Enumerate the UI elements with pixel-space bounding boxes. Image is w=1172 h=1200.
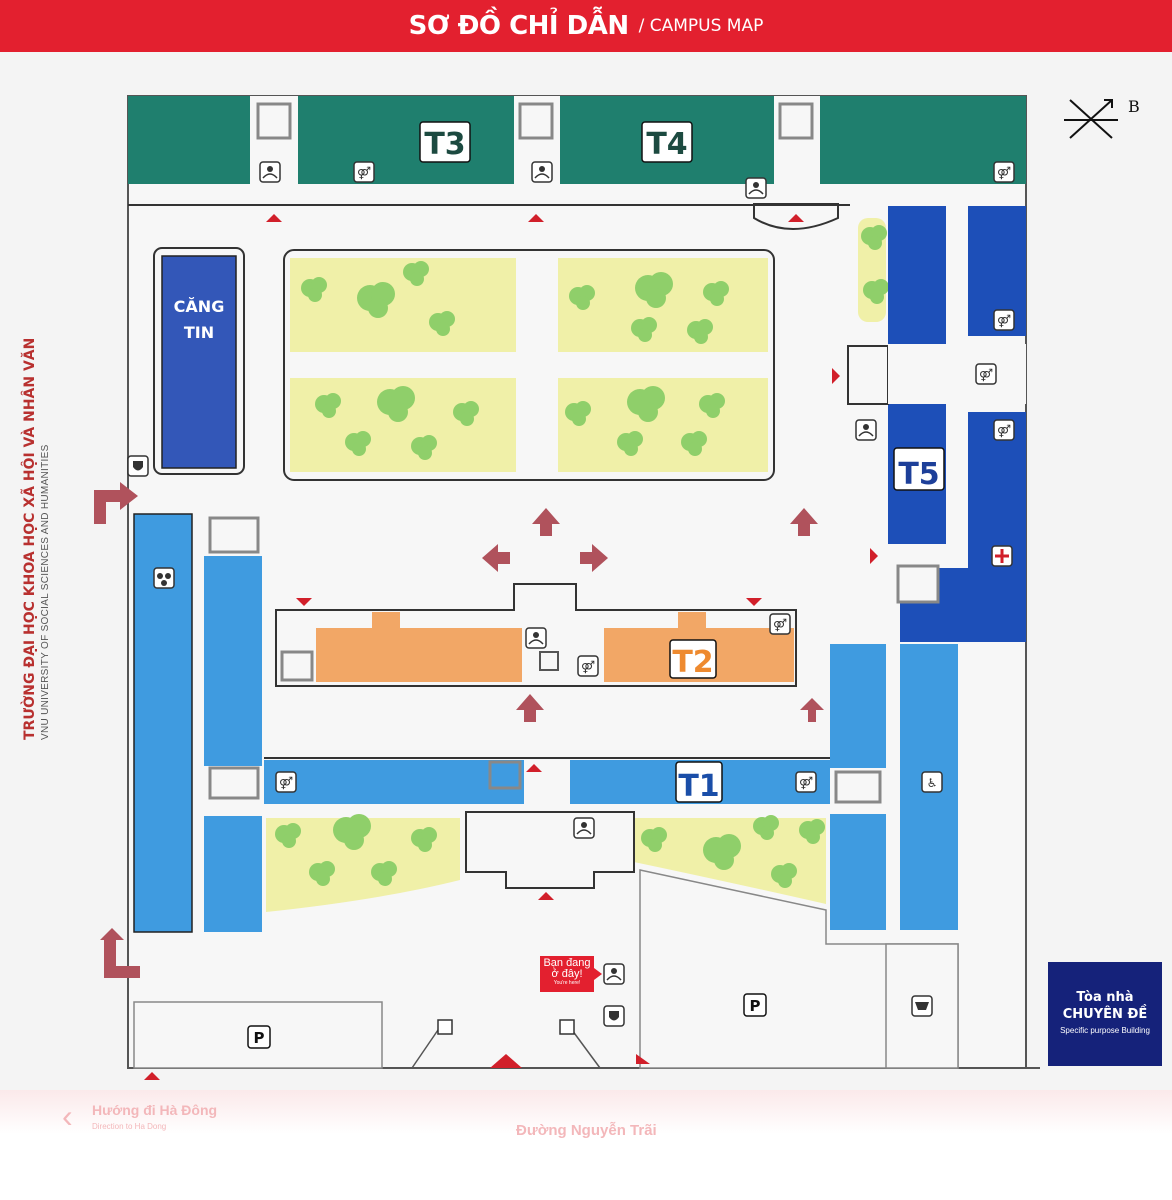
people-icon — [745, 177, 767, 199]
label-canteen-2: TIN — [184, 323, 214, 342]
chevron-left-icon: ‹ — [62, 1098, 73, 1134]
label-t3-box — [419, 121, 471, 163]
label-t4-box — [641, 121, 693, 163]
restroom-icon: ⚤ — [275, 771, 297, 793]
svg-text:⚤: ⚤ — [997, 166, 1011, 180]
restroom-icon: ⚤ — [993, 419, 1015, 441]
community-icon — [153, 567, 175, 589]
accessible-icon: ♿ — [921, 771, 943, 793]
label-t3: T3 — [424, 127, 465, 162]
university-name: TRƯỜNG ĐẠI HỌC KHOA HỌC XÃ HỘI VÀ NHÂN V… — [22, 337, 51, 740]
special-building-line2: CHUYÊN ĐỀ — [1062, 1007, 1148, 1022]
people-icon — [573, 817, 595, 839]
people-icon — [525, 627, 547, 649]
first-aid-icon — [991, 545, 1013, 567]
building-t1-west[interactable] — [264, 760, 524, 804]
label-t2: T2 — [672, 645, 713, 680]
university-name-vn: TRƯỜNG ĐẠI HỌC KHOA HỌC XÃ HỘI VÀ NHÂN V… — [22, 337, 38, 740]
direction-label: Hướng đi Hà Đông — [92, 1102, 218, 1118]
building-canteen[interactable] — [161, 255, 237, 469]
restroom-icon: ⚤ — [975, 363, 997, 385]
svg-text:⚤: ⚤ — [773, 618, 787, 632]
shield-icon — [127, 455, 149, 477]
footer-road: ‹ Hướng đi Hà Đông Direction to Ha Dong … — [0, 1090, 1172, 1200]
title-en: / CAMPUS MAP — [638, 16, 764, 36]
shop-area — [885, 943, 959, 1069]
svg-text:⚤: ⚤ — [997, 424, 1011, 438]
special-building-line3: Specific purpose Building — [1060, 1026, 1150, 1035]
parking-label-1: P — [254, 1029, 265, 1047]
restroom-icon: ⚤ — [577, 655, 599, 677]
you-are-here-vn-2: ở đây! — [551, 968, 583, 980]
shield-icon — [603, 1005, 625, 1027]
label-t5: T5 — [898, 457, 939, 492]
special-purpose-building[interactable]: Tòa nhà CHUYÊN ĐỀ Specific purpose Build… — [1048, 962, 1162, 1066]
direction-label-en: Direction to Ha Dong — [92, 1122, 167, 1131]
campus-map: T3 T4 CĂNG TIN T5 T1 — [94, 95, 1140, 1080]
shop-icon — [911, 995, 933, 1017]
svg-text:⚤: ⚤ — [979, 368, 993, 382]
university-name-en: VNU UNIVERSITY OF SOCIAL SCIENCES AND HU… — [40, 444, 51, 740]
restroom-icon: ⚤ — [993, 309, 1015, 331]
you-are-here-marker: Bạn đang ở đây! You're here! — [540, 956, 602, 992]
lawn-1 — [290, 258, 516, 352]
svg-text:⚤: ⚤ — [357, 166, 371, 180]
building-t2-west[interactable] — [316, 612, 522, 682]
people-icon — [603, 963, 625, 985]
svg-text:⚤: ⚤ — [997, 314, 1011, 328]
compass-north-label: B — [1128, 97, 1140, 116]
svg-text:⚤: ⚤ — [581, 660, 595, 674]
svg-text:⚤: ⚤ — [279, 776, 293, 790]
road-name: Đường Nguyễn Trãi — [516, 1122, 657, 1139]
svg-text:♿: ♿ — [927, 776, 938, 790]
people-icon — [855, 419, 877, 441]
you-are-here-en: You're here! — [553, 980, 581, 986]
header-bar: SƠ ĐỒ CHỈ DẪN / CAMPUS MAP — [0, 0, 1172, 52]
title-vn: SƠ ĐỒ CHỈ DẪN — [408, 11, 629, 41]
label-t1: T1 — [678, 769, 719, 804]
label-t4: T4 — [646, 127, 687, 162]
special-building-line1: Tòa nhà — [1076, 990, 1134, 1005]
building-t5-upper[interactable] — [888, 206, 946, 344]
label-canteen-1: CĂNG — [174, 297, 225, 316]
parking-label-2: P — [750, 997, 761, 1015]
restroom-icon: ⚤ — [353, 161, 375, 183]
people-icon — [259, 161, 281, 183]
svg-text:⚤: ⚤ — [799, 776, 813, 790]
restroom-icon: ⚤ — [769, 613, 791, 635]
you-are-here-vn-1: Bạn đang — [543, 957, 591, 969]
entrance-arrow-west — [94, 482, 138, 524]
building-left[interactable] — [133, 513, 193, 933]
entrance-arrow-south — [100, 928, 140, 978]
restroom-icon: ⚤ — [993, 161, 1015, 183]
compass — [1064, 99, 1118, 139]
people-icon — [531, 161, 553, 183]
lawn-south-west — [266, 818, 460, 912]
restroom-icon: ⚤ — [795, 771, 817, 793]
